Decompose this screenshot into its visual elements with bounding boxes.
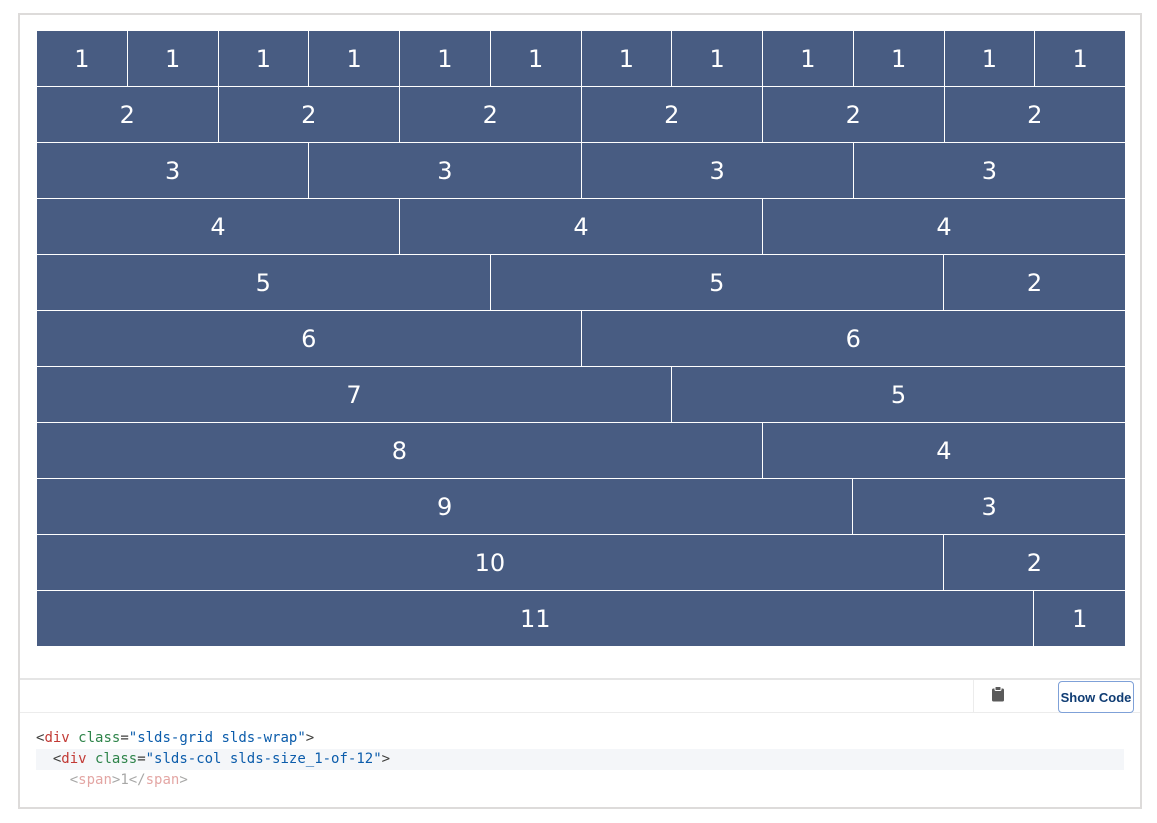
grid-column: 1 (944, 31, 1036, 86)
grid-column: 1 (37, 31, 128, 86)
code-toolbar: Show Code (20, 678, 1140, 713)
copy-code-button[interactable] (973, 680, 1022, 713)
grid-column: 3 (581, 143, 854, 198)
grid-column: 3 (853, 479, 1125, 534)
show-code-button[interactable]: Show Code (1058, 681, 1134, 713)
grid-column: 4 (37, 199, 400, 254)
grid-column: 3 (853, 143, 1125, 198)
grid-column: 2 (400, 87, 582, 142)
grid-column: 3 (309, 143, 582, 198)
grid-column: 1 (400, 31, 491, 86)
grid-column: 11 (37, 591, 1035, 646)
code-line-2: <div class="slds-col slds-size_1-of-12"> (36, 749, 1124, 770)
grid-column: 1 (127, 31, 219, 86)
grid-column: 1 (218, 31, 310, 86)
grid-column: 9 (37, 479, 854, 534)
code-line-1: <div class="slds-grid slds-wrap"> (36, 730, 315, 746)
grid-column: 1 (672, 31, 763, 86)
grid-column: 1 (581, 31, 673, 86)
grid-column: 1 (1034, 591, 1125, 646)
grid-column: 10 (37, 535, 944, 590)
code-preview: <div class="slds-grid slds-wrap"> <div c… (36, 728, 1124, 791)
grid-column: 1 (490, 31, 582, 86)
grid-column: 8 (37, 423, 763, 478)
grid-column: 2 (763, 87, 945, 142)
grid-column: 2 (37, 87, 219, 142)
grid-column: 2 (943, 535, 1125, 590)
grid-column: 6 (581, 311, 1125, 366)
grid-column: 4 (763, 199, 1125, 254)
grid-column: 4 (400, 199, 763, 254)
grid-column: 5 (490, 255, 944, 310)
grid-column: 3 (37, 143, 310, 198)
grid-column: 2 (581, 87, 763, 142)
grid-column: 5 (37, 255, 491, 310)
grid-column: 2 (944, 87, 1125, 142)
code-line-3: <span>1</span> (69, 772, 188, 788)
clipboard-icon (991, 686, 1005, 707)
grid-column: 4 (762, 423, 1125, 478)
grid-column: 7 (37, 367, 673, 422)
grid-column: 6 (37, 311, 582, 366)
grid-column: 2 (944, 255, 1125, 310)
grid-column: 1 (309, 31, 400, 86)
grid-column: 5 (672, 367, 1125, 422)
grid-column: 1 (763, 31, 854, 86)
grid-column: 1 (853, 31, 945, 86)
grid-column: 1 (1035, 31, 1125, 86)
grid-column: 2 (218, 87, 400, 142)
